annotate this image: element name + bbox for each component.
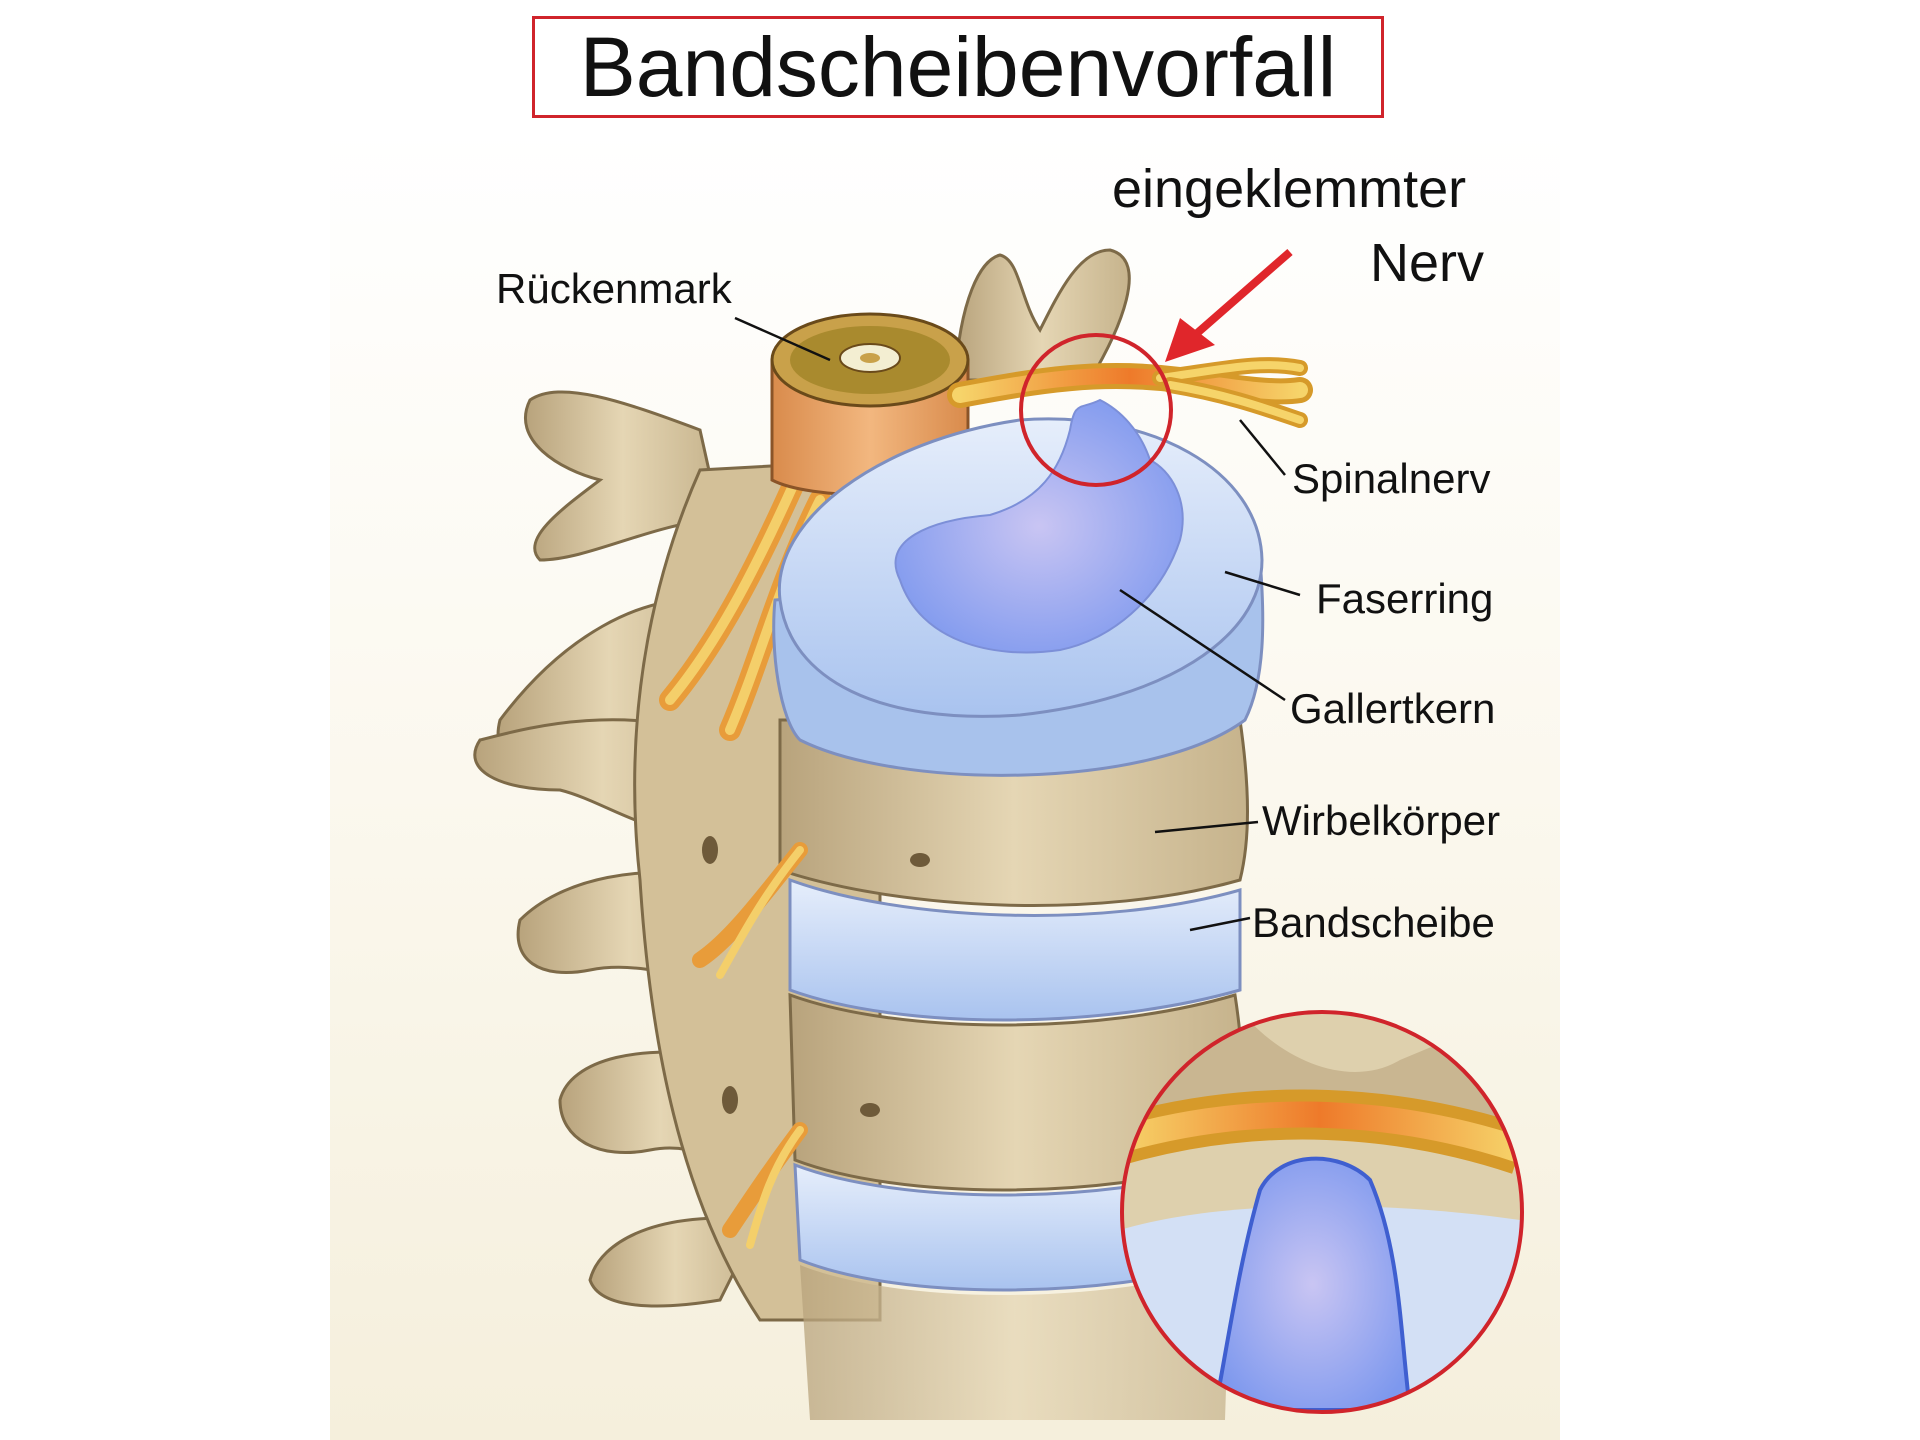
label-spinal-cord: Rückenmark: [496, 265, 732, 312]
leader-nucleus: [1119, 588, 1286, 702]
pinched-nerve-arrow: [1165, 248, 1293, 362]
foramen-hole: [722, 1086, 738, 1114]
label-disc: Bandscheibe: [1252, 899, 1495, 946]
herniation-highlight-circle: [1019, 333, 1173, 487]
vertebral-body-3: [800, 1265, 1230, 1420]
foramen-hole: [910, 853, 930, 867]
leader-annulus: [1224, 570, 1301, 597]
foramen-hole: [860, 1103, 880, 1117]
label-annulus: Faserring: [1316, 575, 1494, 622]
foramen-hole: [702, 836, 718, 864]
herniated-disc: [772, 398, 1265, 777]
leader-spinal-cord: [734, 316, 831, 362]
leader-vertebral-body: [1154, 820, 1259, 834]
label-pinched-nerve-line2: Nerv: [1370, 233, 1485, 293]
inset-magnification: [1120, 1010, 1524, 1414]
leader-disc: [1189, 916, 1251, 932]
lower-disc-1: [788, 877, 1242, 1022]
label-spinal-nerve: Spinalnerv: [1292, 455, 1491, 502]
label-nucleus: Gallertkern: [1290, 685, 1496, 732]
label-vertebral-body: Wirbelkörper: [1262, 797, 1501, 844]
nucleus-pulposus: [894, 398, 1184, 654]
spinal-nerve: [947, 357, 1313, 428]
superior-articular-process: [953, 248, 1131, 382]
inset-border-circle: [1120, 1010, 1524, 1414]
leader-spinal-nerve: [1239, 419, 1286, 476]
leader-lines: [734, 316, 1301, 932]
title-box: Bandscheibenvorfall: [532, 16, 1384, 118]
transverse-process-upper: [523, 390, 722, 562]
label-pinched-nerve-line1: eingeklemmter: [1112, 159, 1467, 219]
page-title: Bandscheibenvorfall: [579, 20, 1337, 114]
